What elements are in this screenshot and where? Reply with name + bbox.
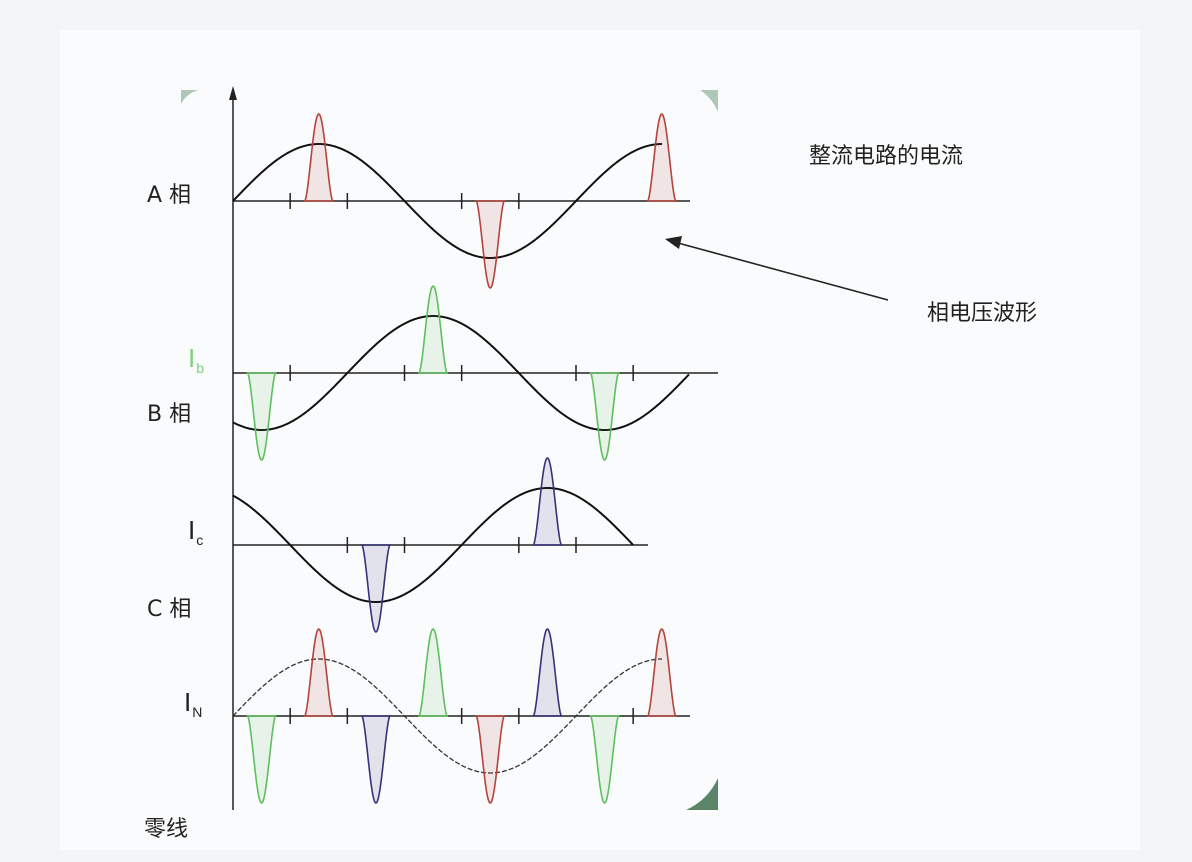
neutral-pulse-b [246,715,277,804]
corner-decoration-icon [686,778,718,810]
phase-b-current-pulse [417,285,449,374]
phase-c-current-pulse [360,544,392,633]
phase-b-current-pulse [246,372,277,461]
phase-a-current-pulse [646,113,678,202]
diagram-title: 整流电路的电流 [809,144,964,169]
neutral-reference-curve [232,658,663,774]
neutral-pulse-c [532,628,563,717]
phase-c-label: C 相 [147,597,192,622]
corner-decoration-icon [181,90,198,104]
neutral-pulse-a [646,628,678,717]
annotation-arrow-line [677,242,889,301]
neutral-pulse-b [589,715,620,804]
phase-a-current-pulse [474,200,506,289]
annotation-phase-voltage: 相电压波形 [927,301,1038,326]
neutral-pulse-b [417,628,449,717]
phase-a-label: A 相 [147,183,192,208]
phase-c-current-pulse [532,457,563,546]
axis-arrow-icon [229,86,237,100]
current-n-label: IN [184,687,203,720]
neutral-pulse-a [303,628,335,717]
corner-decoration-icon [700,90,718,112]
current-b-label: Ib [188,343,205,376]
phase-a-current-pulse [303,113,335,202]
current-c-label: Ic [188,515,204,548]
neutral-label: 零线 [144,817,189,842]
neutral-pulse-a [474,715,506,804]
annotation-arrowhead-icon [665,236,682,249]
neutral-pulse-c [360,715,392,804]
phase-c-voltage-curve [232,487,634,604]
phase-b-label: B 相 [147,402,192,427]
phase-a-voltage-curve [232,142,663,260]
phase-b-voltage-curve [232,314,690,431]
phase-b-current-pulse [589,372,620,461]
